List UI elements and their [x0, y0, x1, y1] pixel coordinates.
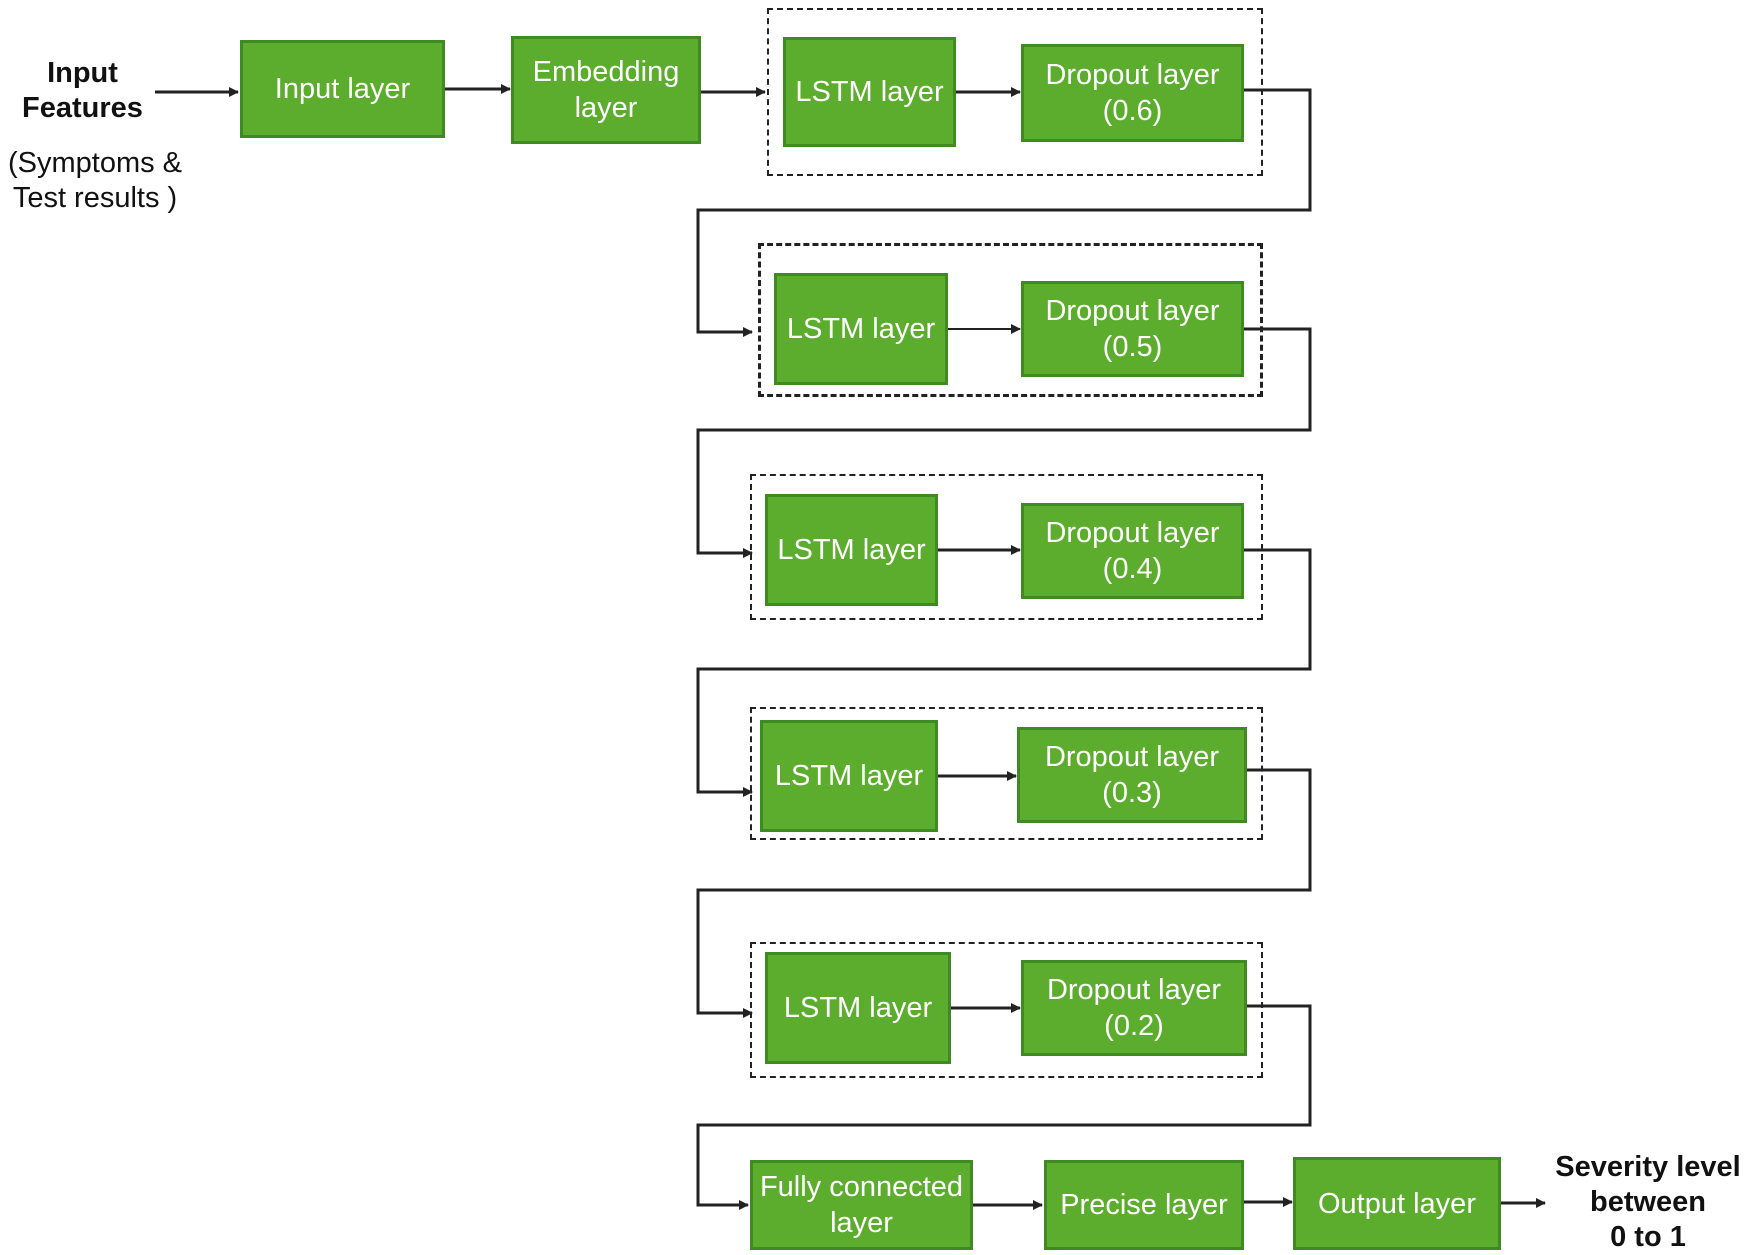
lstm-layer-box-2: LSTM layer: [774, 273, 948, 385]
lstm-layer-box-4: LSTM layer: [760, 720, 938, 832]
lstm-layer-box-3: LSTM layer: [765, 494, 938, 606]
connector-dropout-4-to-lstm-5: [696, 768, 1312, 1018]
lstm-layer-box-5: LSTM layer: [765, 952, 951, 1064]
precise-layer-box: Precise layer: [1044, 1160, 1244, 1250]
lstm-dropout-group-3: [750, 474, 1263, 620]
dropout-layer-box-5: Dropout layer (0.2): [1021, 960, 1247, 1056]
input-features-title: Input Features: [22, 57, 143, 124]
lstm-dropout-group-5: [750, 942, 1263, 1078]
connector-dropout-5-to-fully-connected: [696, 1004, 1312, 1210]
embedding-layer-box: Embedding layer: [511, 36, 701, 144]
connector-dropout-2-to-lstm-3: [696, 327, 1312, 558]
severity-level-label: Severity level between 0 to 1: [1555, 1151, 1741, 1253]
lstm-dropout-group-1: [767, 8, 1263, 176]
dropout-layer-box-1: Dropout layer (0.6): [1021, 44, 1244, 142]
lstm-dropout-group-4: [750, 707, 1263, 840]
connector-dropout-1-to-lstm-2: [696, 88, 1312, 337]
lstm-dropout-group-2: [758, 243, 1263, 397]
input-layer-box: Input layer: [240, 40, 445, 138]
dropout-layer-box-4: Dropout layer (0.3): [1017, 727, 1247, 823]
lstm-layer-box-1: LSTM layer: [783, 37, 956, 147]
input-features-subtitle: (Symptoms & Test results ): [7, 147, 183, 214]
dropout-layer-box-3: Dropout layer (0.4): [1021, 503, 1244, 599]
dropout-layer-box-2: Dropout layer (0.5): [1021, 281, 1244, 377]
output-layer-box: Output layer: [1293, 1157, 1501, 1250]
connector-dropout-3-to-lstm-4: [696, 548, 1312, 797]
fully-connected-layer-box: Fully connected layer: [750, 1160, 973, 1250]
